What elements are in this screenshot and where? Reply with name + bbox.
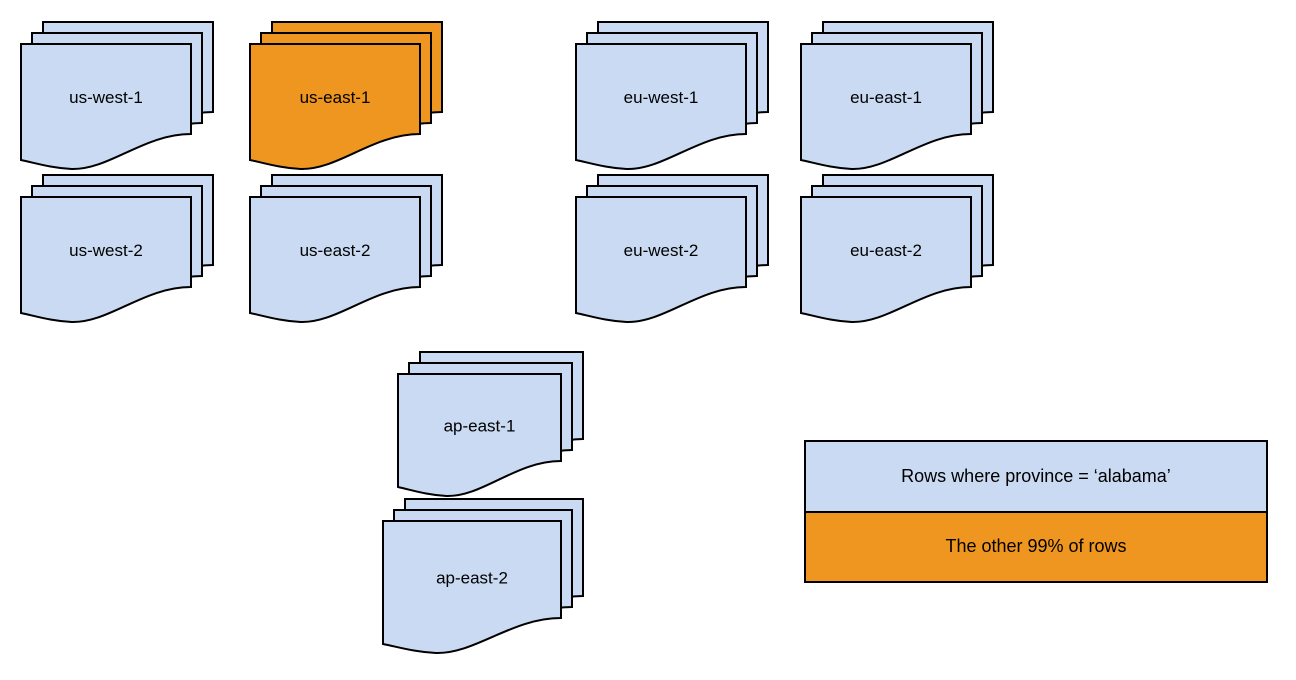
document-stack-label: ap-east-2 bbox=[436, 568, 508, 587]
document-sheet: us-east-2 bbox=[249, 196, 421, 324]
legend-label: Rows where province = ‘alabama’ bbox=[901, 465, 1171, 486]
document-stack-us-west-1[interactable]: us-west-1 bbox=[20, 21, 218, 176]
document-sheet: us-west-1 bbox=[20, 43, 192, 171]
document-sheet: us-west-2 bbox=[20, 196, 192, 324]
document-stack-us-east-1[interactable]: us-east-1 bbox=[249, 21, 447, 176]
document-stack-label: eu-west-2 bbox=[624, 241, 699, 260]
document-sheet: ap-east-2 bbox=[382, 520, 562, 655]
document-sheet: eu-east-1 bbox=[800, 43, 972, 171]
document-icon bbox=[20, 43, 192, 171]
document-stack-label: us-east-1 bbox=[300, 88, 371, 107]
document-stack-eu-west-2[interactable]: eu-west-2 bbox=[575, 174, 773, 329]
legend-label: The other 99% of rows bbox=[945, 536, 1127, 557]
document-icon bbox=[575, 196, 747, 324]
document-icon bbox=[249, 196, 421, 324]
document-stack-eu-east-2[interactable]: eu-east-2 bbox=[800, 174, 998, 329]
document-sheet: eu-east-2 bbox=[800, 196, 972, 324]
document-stack-eu-east-1[interactable]: eu-east-1 bbox=[800, 21, 998, 176]
document-stack-us-west-2[interactable]: us-west-2 bbox=[20, 174, 218, 329]
document-stack-label: us-east-2 bbox=[300, 241, 371, 260]
document-icon bbox=[20, 196, 192, 324]
document-icon bbox=[575, 43, 747, 171]
legend-row-blue: Rows where province = ‘alabama’ bbox=[806, 442, 1266, 513]
document-stack-ap-east-2[interactable]: ap-east-2 bbox=[382, 498, 588, 660]
document-sheet: us-east-1 bbox=[249, 43, 421, 171]
document-icon bbox=[382, 520, 562, 655]
document-stack-us-east-2[interactable]: us-east-2 bbox=[249, 174, 447, 329]
document-icon bbox=[249, 43, 421, 171]
document-stack-label: ap-east-1 bbox=[444, 416, 516, 435]
document-stack-ap-east-1[interactable]: ap-east-1 bbox=[397, 351, 588, 503]
document-stack-label: eu-east-2 bbox=[850, 241, 922, 260]
document-icon bbox=[800, 196, 972, 324]
legend-row-orange: The other 99% of rows bbox=[806, 512, 1266, 581]
document-stack-label: eu-west-1 bbox=[624, 88, 699, 107]
document-stack-label: eu-east-1 bbox=[850, 88, 922, 107]
document-icon bbox=[800, 43, 972, 171]
document-sheet: eu-west-1 bbox=[575, 43, 747, 171]
legend-box: Rows where province = ‘alabama’ The other… bbox=[804, 440, 1268, 583]
document-sheet: ap-east-1 bbox=[397, 373, 562, 498]
document-stack-eu-west-1[interactable]: eu-west-1 bbox=[575, 21, 773, 176]
document-stack-label: us-west-1 bbox=[69, 88, 143, 107]
document-sheet: eu-west-2 bbox=[575, 196, 747, 324]
document-stack-label: us-west-2 bbox=[69, 241, 143, 260]
document-icon bbox=[397, 373, 562, 498]
